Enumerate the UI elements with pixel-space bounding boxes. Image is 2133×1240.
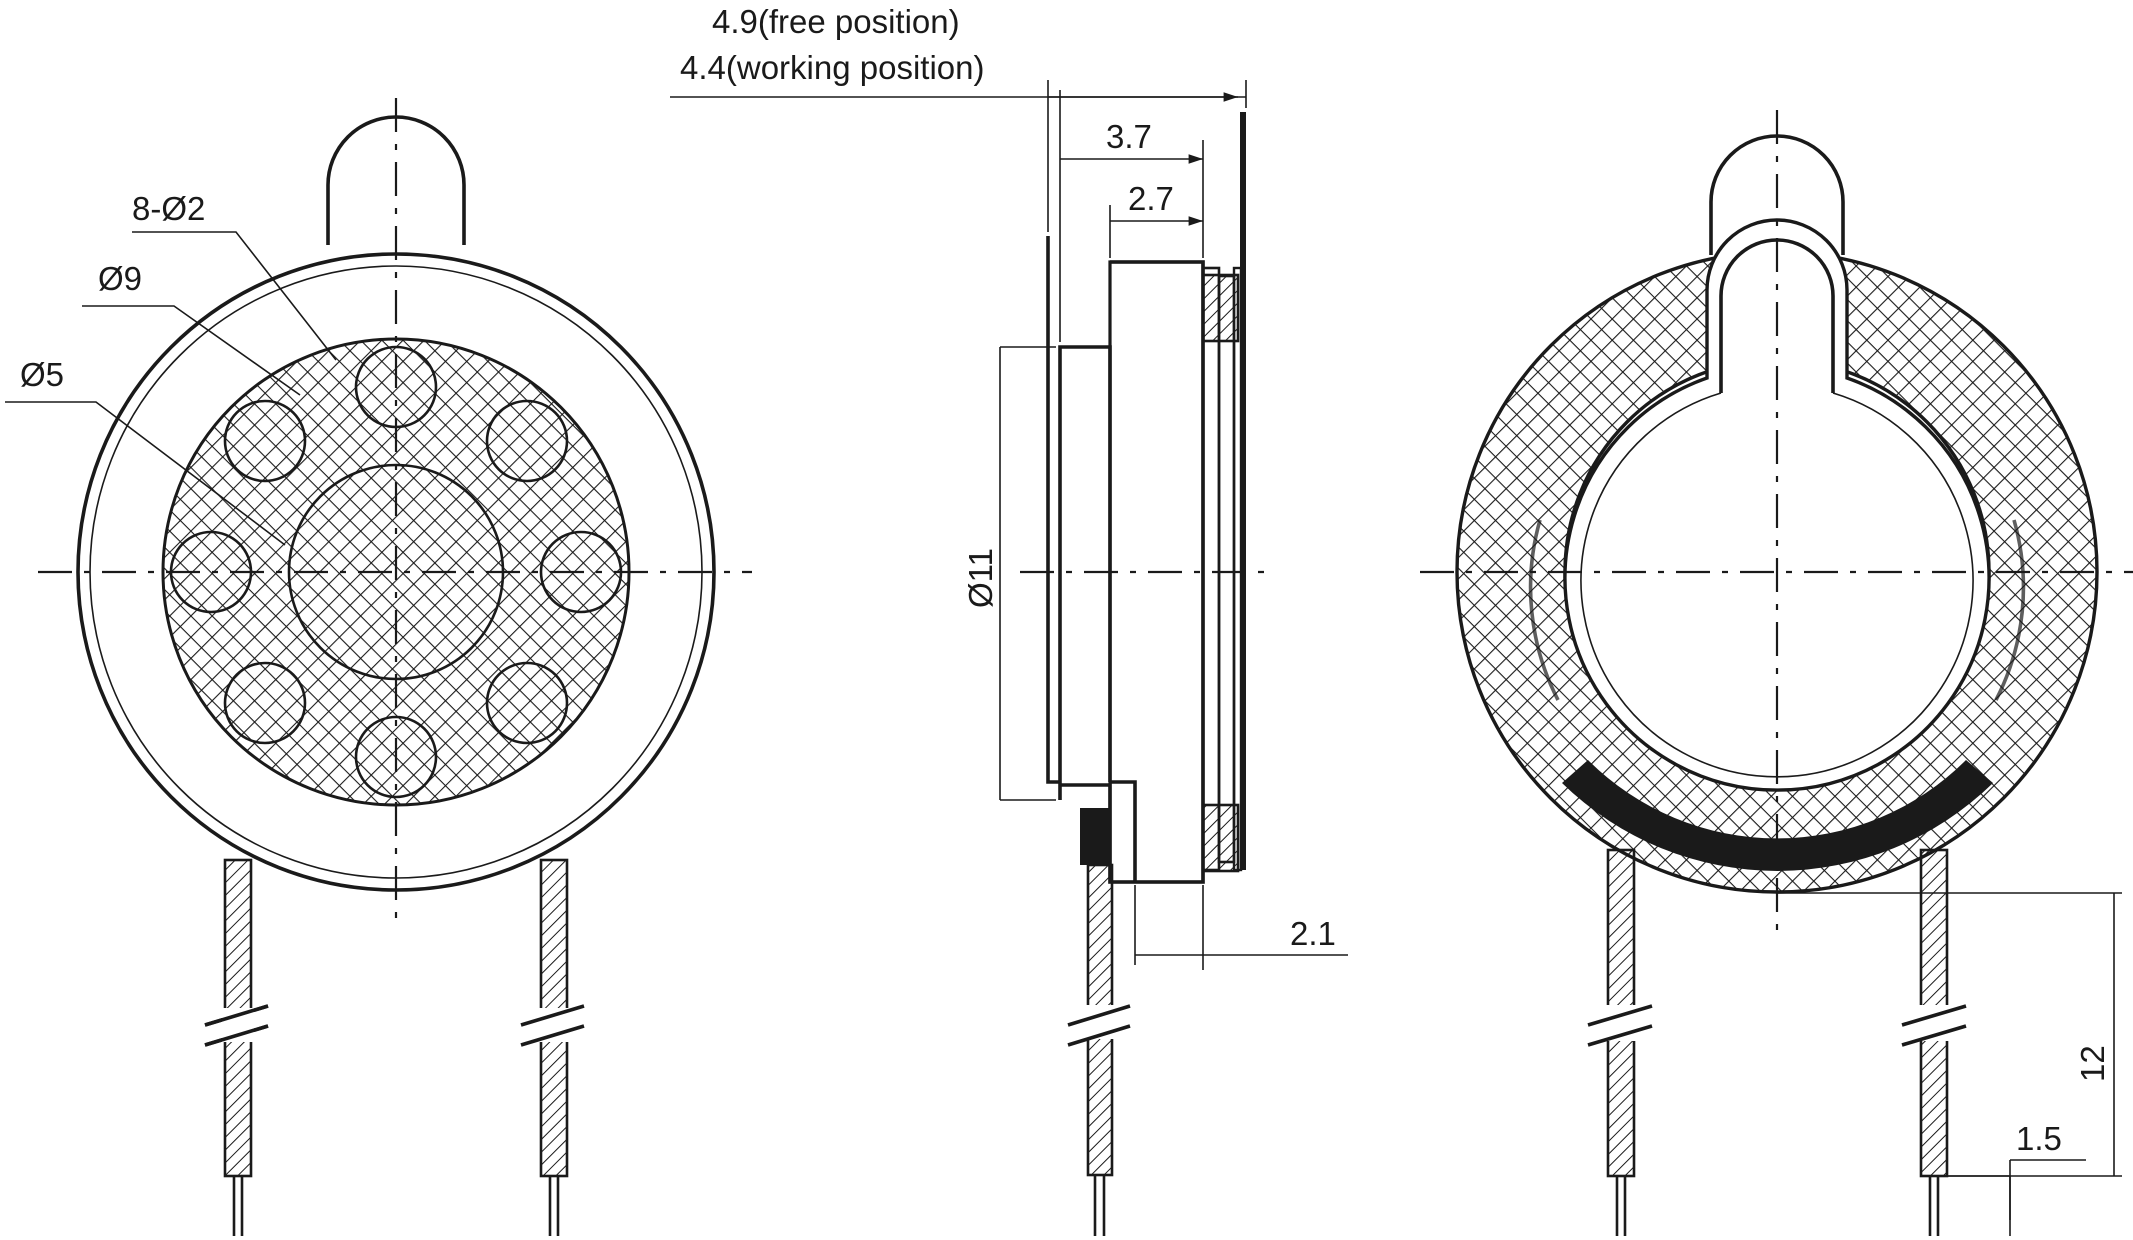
label-working-position: 4.4(working position)	[680, 49, 984, 86]
side-view	[1020, 112, 1272, 1236]
front-left-lead	[204, 858, 269, 1236]
back-right-lead	[1901, 848, 1967, 1236]
label-free-position: 4.9(free position)	[712, 3, 960, 40]
front-right-lead	[520, 858, 585, 1236]
label-inner-dia: Ø9	[98, 260, 142, 297]
label-offset-2-1: 2.1	[1290, 915, 1336, 952]
front-view	[5, 98, 752, 1236]
label-lead-strip: 1.5	[2016, 1120, 2062, 1157]
label-depth-3-7: 3.7	[1106, 118, 1152, 155]
back-dimensions	[1777, 892, 2122, 1236]
label-outer-dia: Ø11	[962, 548, 999, 608]
back-view	[1420, 110, 2133, 1236]
label-lead-length: 12	[2074, 1045, 2111, 1082]
label-holes: 8-Ø2	[132, 190, 205, 227]
back-left-lead	[1587, 848, 1653, 1236]
label-depth-2-7: 2.7	[1128, 180, 1174, 217]
side-dimensions	[670, 80, 1348, 970]
label-center-dia: Ø5	[20, 356, 64, 393]
